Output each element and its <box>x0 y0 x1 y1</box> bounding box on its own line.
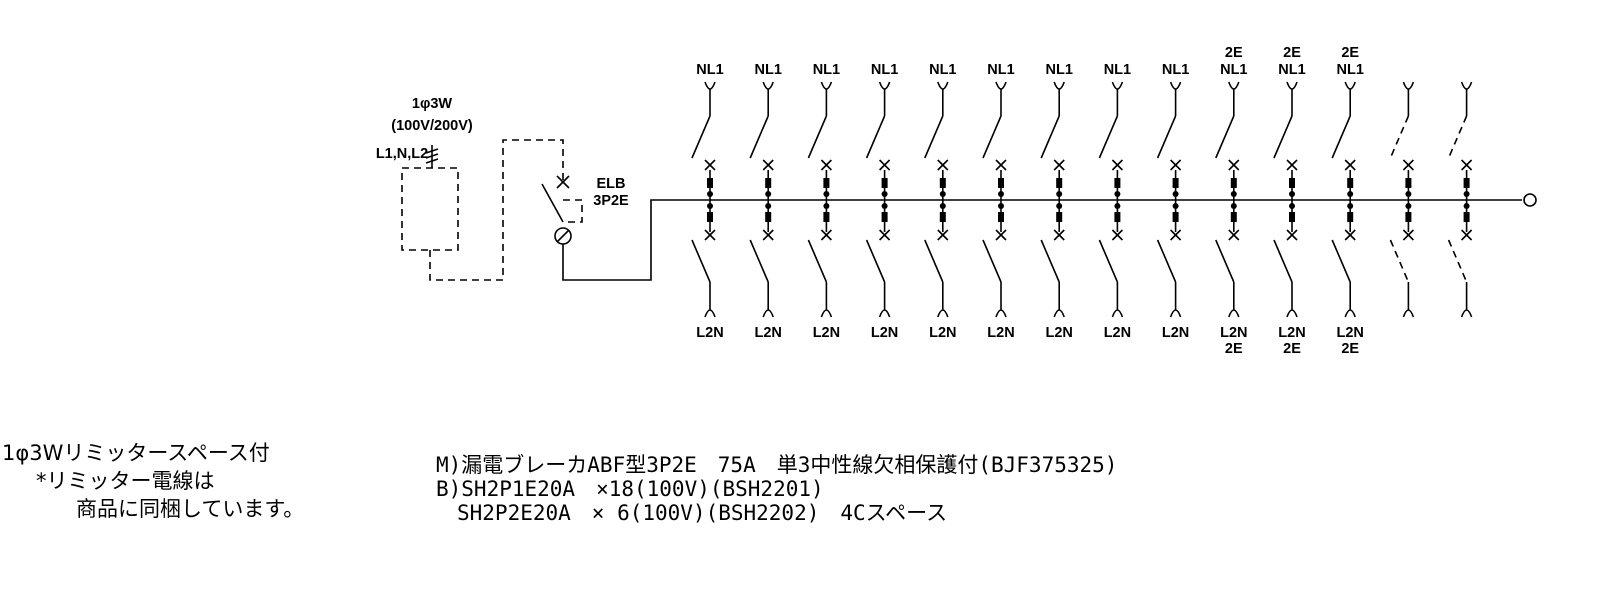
branch-top-label: NL1 <box>1045 62 1072 78</box>
supply-wires-label: L1,N,L2 <box>376 146 428 162</box>
branch-bottom-label: L2N <box>871 325 898 341</box>
branch-circuits: NL1L2NNL1L2NNL1L2NNL1L2NNL1L2NNL1L2NNL1L… <box>691 45 1473 357</box>
branch-bottom-label: L2N <box>1104 325 1131 341</box>
branch-bottom-label: L2N <box>1336 325 1363 341</box>
branch-top-label: NL1 <box>813 62 840 78</box>
branch-breaker <box>1389 81 1415 318</box>
branch-bottom-label: 2E <box>1225 341 1243 357</box>
branch-bottom-label: L2N <box>696 325 723 341</box>
note-included: 商品に同梱しています。 <box>76 497 304 521</box>
branch-top-label: NL1 <box>754 62 781 78</box>
branch-top-label: 2E <box>1225 45 1243 61</box>
branch-bottom-label: L2N <box>813 325 840 341</box>
branch-bottom-label: L2N <box>1220 325 1247 341</box>
branch-top-label: 2E <box>1341 45 1359 61</box>
spec-branch-2e: SH2P2E20A × 6(100V)(BSH2202) 4Cスペース <box>436 501 947 525</box>
note-limiter-space: 1φ3Wリミッタースペース付 <box>2 441 270 465</box>
elb-label: ELB <box>597 176 626 192</box>
branch-top-label: NL1 <box>1278 62 1305 78</box>
branch-bottom-label: L2N <box>1162 325 1189 341</box>
spec-branch-1e: B)SH2P1E20A ×18(100V)(BSH2201) <box>436 477 824 501</box>
branch-bottom-label: 2E <box>1283 341 1301 357</box>
three-wire-tick-icon <box>425 145 439 168</box>
branch-bottom-label: L2N <box>1278 325 1305 341</box>
note-limiter-wire: *リミッター電線は <box>36 469 215 493</box>
branch-top-label: NL1 <box>871 62 898 78</box>
spec-main-breaker: M)漏電ブレーカABF型3P2E 75A 単3中性線欠相保護付(BJF37532… <box>436 453 1117 477</box>
elb-poles-label: 3P2E <box>593 193 629 209</box>
branch-top-label: NL1 <box>1162 62 1189 78</box>
supply-voltage-label: (100V/200V) <box>391 118 473 134</box>
branch-bottom-label: L2N <box>929 325 956 341</box>
limiter-space-box <box>401 139 564 281</box>
branch-top-label: NL1 <box>1220 62 1247 78</box>
branch-top-label: NL1 <box>929 62 956 78</box>
branch-top-label: NL1 <box>696 62 723 78</box>
branch-breaker <box>1447 81 1473 318</box>
branch-top-label: 2E <box>1283 45 1301 61</box>
branch-bottom-label: 2E <box>1341 341 1359 357</box>
branch-bottom-label: L2N <box>1045 325 1072 341</box>
branch-top-label: NL1 <box>987 62 1014 78</box>
supply-phase-label: 1φ3W <box>412 96 453 112</box>
main-breaker-elb <box>541 175 1537 281</box>
branch-top-label: NL1 <box>1104 62 1131 78</box>
branch-bottom-label: L2N <box>987 325 1014 341</box>
branch-bottom-label: L2N <box>754 325 781 341</box>
branch-top-label: NL1 <box>1336 62 1363 78</box>
